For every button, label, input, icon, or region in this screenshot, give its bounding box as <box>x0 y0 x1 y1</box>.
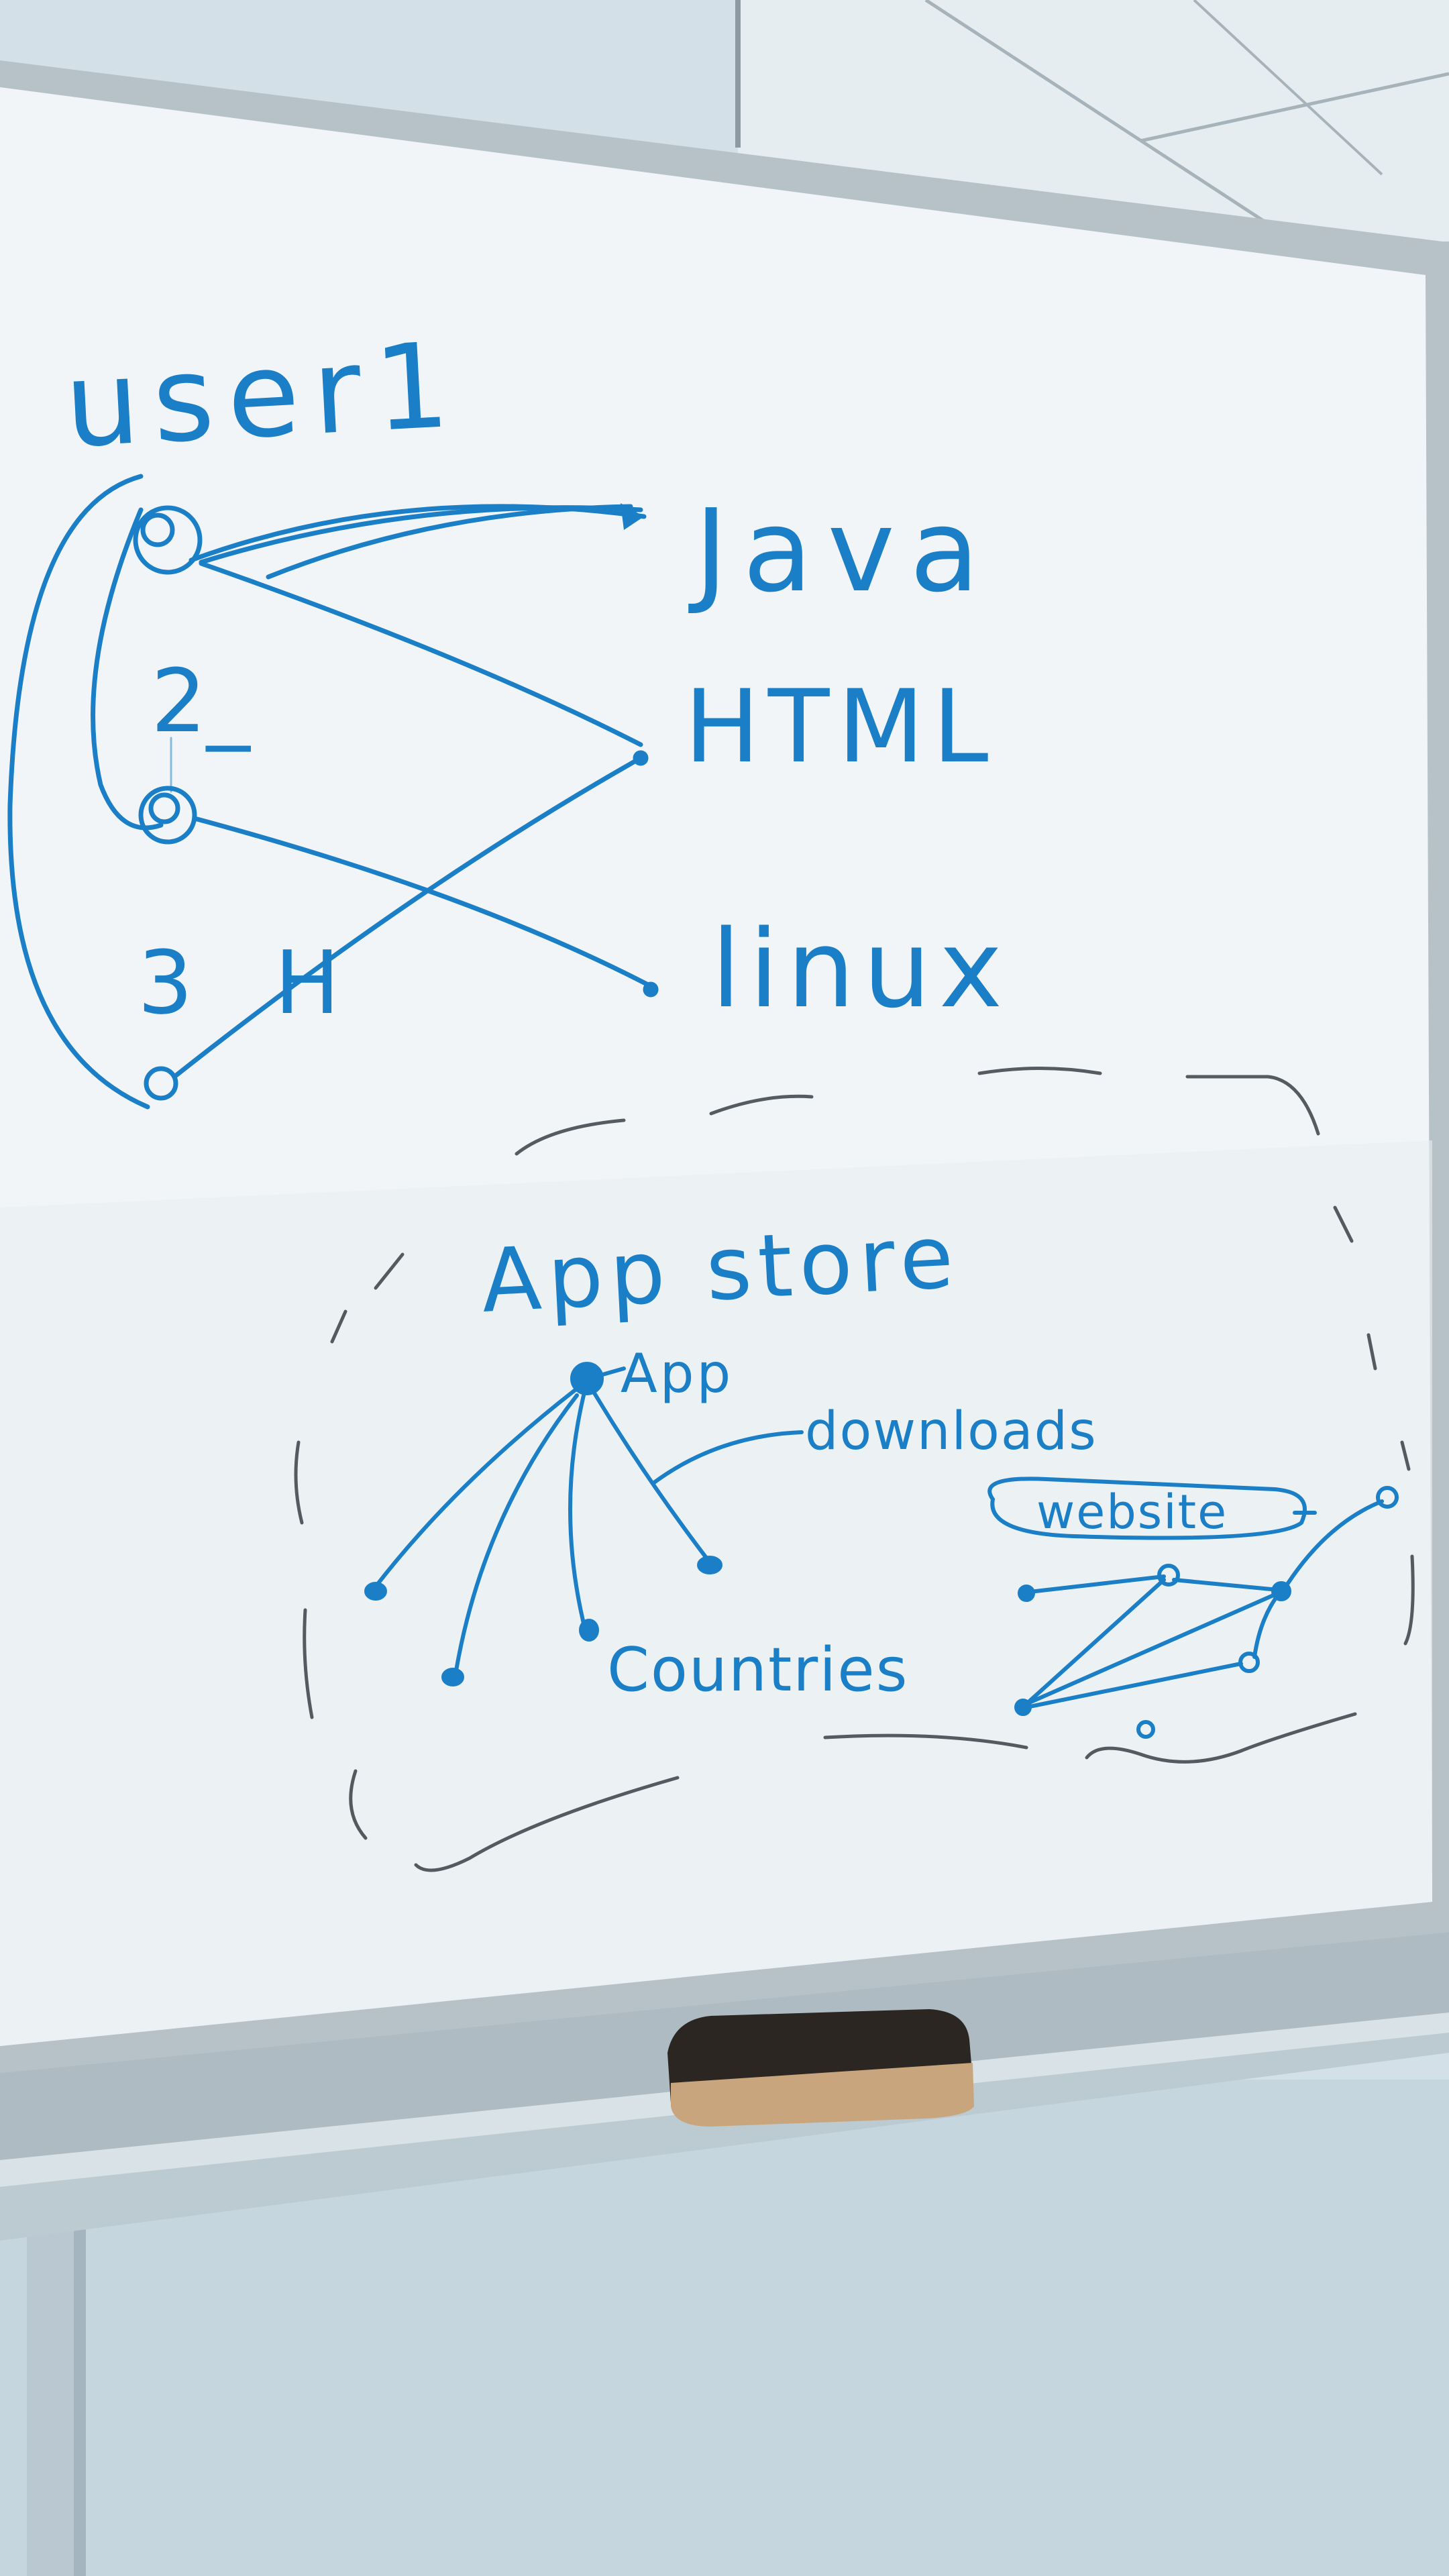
node-leaf-2 <box>441 1668 464 1686</box>
node-user1 <box>133 505 203 575</box>
node-leaf-4 <box>697 1556 722 1574</box>
label-html: HTML <box>684 669 996 786</box>
label-java: Java <box>688 485 994 618</box>
label-website: website <box>1036 1485 1228 1540</box>
label-app: App <box>621 1342 733 1405</box>
board-stand-leg <box>27 2214 80 2576</box>
board-stand-leg-edge <box>74 2214 86 2576</box>
node-user2 <box>138 786 197 845</box>
app-store-diagram <box>364 1362 1399 1739</box>
user-skill-diagram <box>7 474 659 1110</box>
tray-underside <box>0 2033 1449 2241</box>
user1-heading: user1 <box>62 317 466 474</box>
app-store-boundary <box>294 1067 1415 1872</box>
node-leaf-1 <box>364 1582 387 1601</box>
mark-3: 3 H <box>138 932 367 1034</box>
whiteboard-shade <box>0 1140 1432 2046</box>
label-downloads: downloads <box>805 1401 1097 1462</box>
node-user3 <box>144 1066 178 1101</box>
node-app <box>570 1362 604 1395</box>
mark-2: 2_ <box>151 650 252 752</box>
label-countries: Countries <box>607 1635 909 1705</box>
label-linux: linux <box>711 906 1010 1032</box>
app-store-title: App store <box>479 1205 963 1332</box>
node-leaf-3 <box>579 1619 599 1642</box>
eraser <box>667 2009 974 2127</box>
